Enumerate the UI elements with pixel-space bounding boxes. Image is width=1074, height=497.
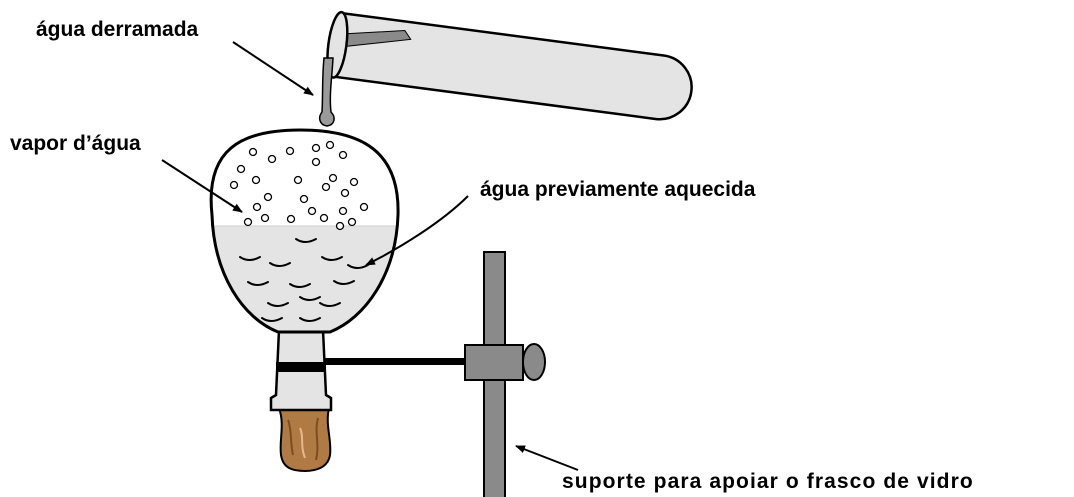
label-water-vapor: vapor d’água — [10, 132, 141, 155]
clamp-screw-knob — [522, 343, 546, 381]
clamp-arm — [320, 358, 466, 365]
flask-outline — [209, 128, 400, 334]
cork-stopper — [277, 407, 332, 473]
label-preheated-water: água previamente aquecida — [480, 178, 756, 201]
clamp-block — [464, 344, 524, 381]
pointer-arrows — [161, 41, 579, 471]
neck-band — [276, 362, 326, 372]
ring-stand — [320, 251, 546, 497]
glass-flask — [209, 128, 400, 334]
test-tube — [326, 10, 693, 121]
water-ripples — [239, 238, 369, 322]
label-spilled-water: água derramada — [36, 18, 199, 41]
vapor-bubbles — [229, 140, 369, 231]
arrow-stand — [515, 445, 579, 471]
label-stand: suporte para apoiar o frasco de vidro — [562, 470, 974, 493]
arrow-spilled-water — [232, 41, 314, 96]
spilled-water-stream — [318, 57, 335, 127]
arrow-preheated-water — [365, 195, 469, 266]
arrow-water-vapor — [161, 159, 243, 213]
